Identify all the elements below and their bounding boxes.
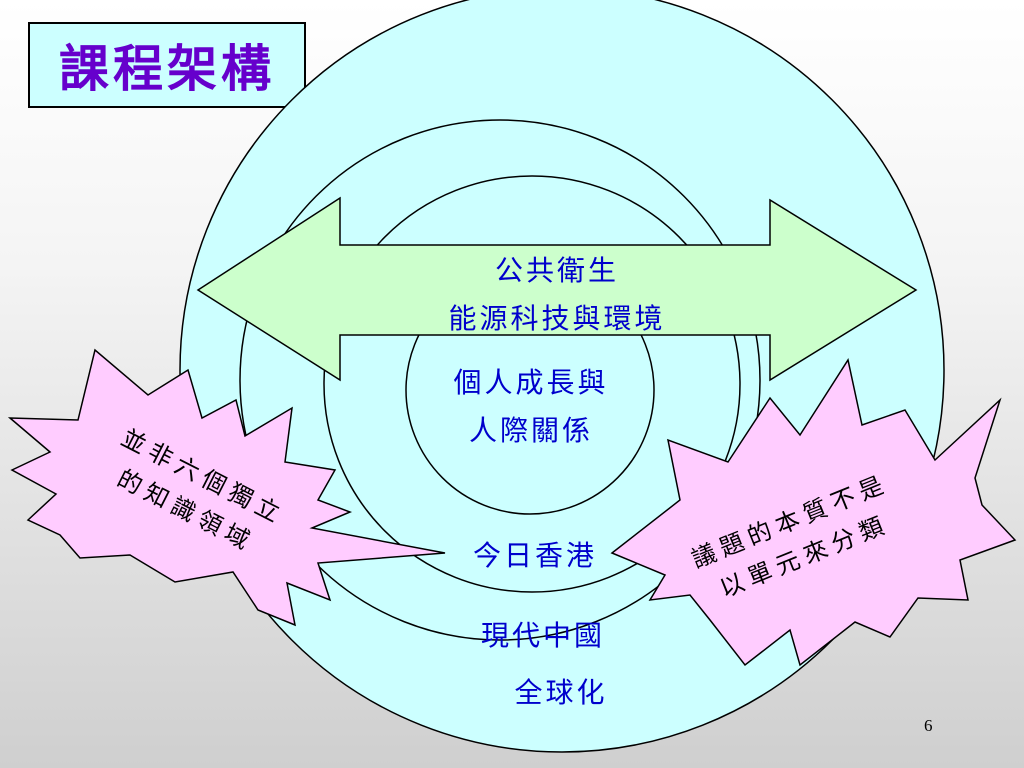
page-number: 6	[924, 716, 933, 735]
arrow-label-line2: 能源科技與環境	[448, 302, 665, 335]
slide-title: 課程架構	[59, 39, 275, 98]
center-label-line1: 個人成長與	[453, 366, 608, 399]
double-arrow	[196, 196, 918, 382]
left-starburst	[7, 348, 446, 627]
second-ring-label: 現代中國	[481, 619, 605, 652]
center-label-line2: 人際關係	[469, 414, 593, 447]
title-box: 課程架構	[28, 22, 306, 108]
third-ring-label: 今日香港	[473, 539, 597, 572]
arrow-label-line1: 公共衛生	[495, 254, 619, 287]
outer-ring-label: 全球化	[514, 676, 607, 709]
right-starburst	[610, 358, 1017, 667]
